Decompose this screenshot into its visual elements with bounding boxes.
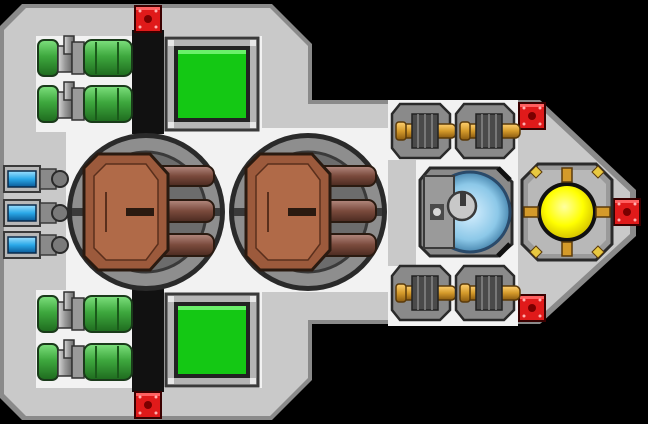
corridors (132, 30, 164, 392)
hatch-marks (496, 166, 512, 258)
shield-dome-icon[interactable] (418, 166, 514, 258)
reactor-core-icon[interactable] (520, 162, 614, 262)
thruster-icon[interactable] (3, 165, 69, 259)
